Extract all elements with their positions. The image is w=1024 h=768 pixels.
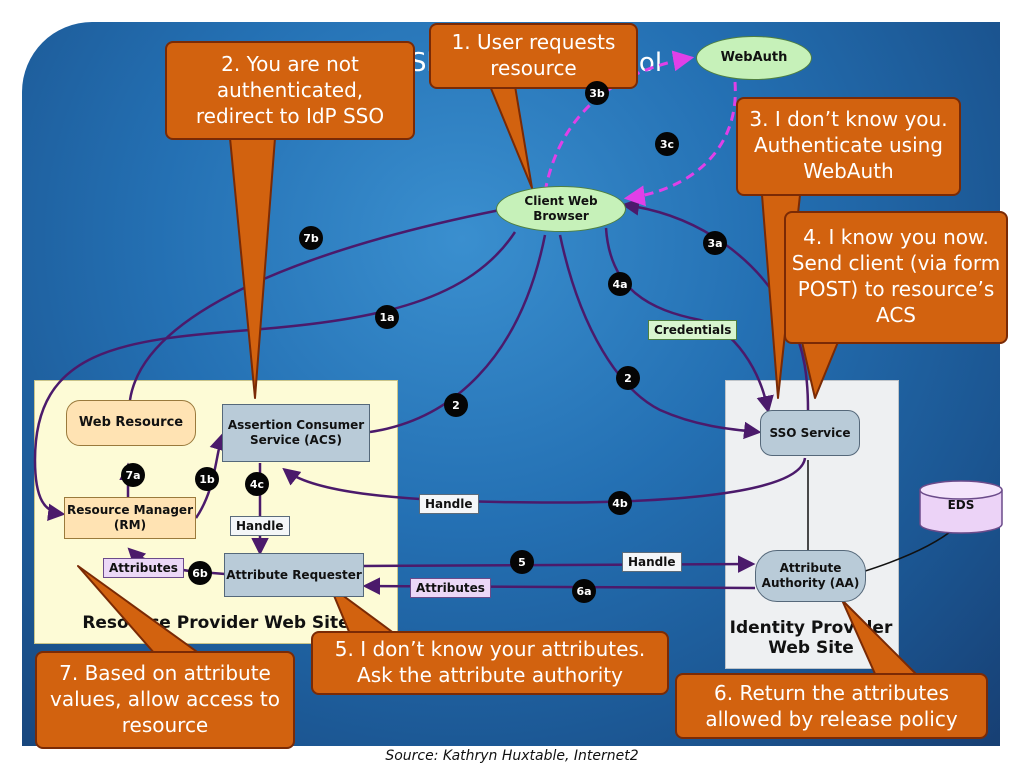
attribute-authority-node: Attribute Authority (AA) xyxy=(755,550,866,602)
callout-4-body xyxy=(784,211,1008,344)
step-label: 4b xyxy=(608,491,632,515)
path-2 xyxy=(369,234,547,434)
step-label: 3a xyxy=(703,231,727,255)
callout-6-text: 6. Return the attributes allowed by rele… xyxy=(705,681,958,731)
callout-1-text: 1. User requests resource xyxy=(451,30,616,80)
callout-7-text: 7. Based on attribute values, allow acce… xyxy=(50,661,280,737)
step-label: 4a xyxy=(608,272,632,296)
step-label: 7a xyxy=(121,463,145,487)
attributes-note-rm: Attributes xyxy=(103,558,184,578)
callout-5-body xyxy=(311,631,669,695)
path-4b xyxy=(282,457,807,504)
step-label: 2 xyxy=(444,393,468,417)
resource-manager-node: Resource Manager (RM) xyxy=(64,497,196,539)
client-browser-node: Client Web Browser xyxy=(496,186,626,232)
credentials-note: Credentials xyxy=(648,320,738,340)
acs-node: Assertion Consumer Service (ACS) xyxy=(222,404,370,462)
web-resource-node: Web Resource xyxy=(66,400,196,446)
callout-7-tail xyxy=(77,565,201,655)
step-label: 3c xyxy=(655,132,679,156)
callout-6-body xyxy=(675,673,988,739)
source-caption: Source: Kathryn Huxtable, Internet2 xyxy=(385,748,639,764)
step-label: 1a xyxy=(375,305,399,329)
callout-2-tail xyxy=(229,137,276,399)
callout-1-tail xyxy=(489,85,533,189)
attribute-requester-node: Attribute Requester xyxy=(224,553,364,597)
callout-2-body xyxy=(165,41,415,140)
callout-3-text: 3. I don’t know you. Authenticate using … xyxy=(749,107,948,183)
callout-3-body xyxy=(736,97,961,196)
step-label: 7b xyxy=(299,226,323,250)
callout-1-body xyxy=(429,23,638,89)
step-label: 5 xyxy=(510,550,534,574)
attributes-note-6a: Attributes xyxy=(410,578,491,598)
handle-note-4c: Handle xyxy=(230,516,290,536)
callout-7-body xyxy=(35,651,295,749)
path-2-sso xyxy=(558,234,762,440)
eds-label: EDS xyxy=(947,498,975,512)
path-5 xyxy=(361,555,756,573)
sso-service-node: SSO Service xyxy=(760,410,860,456)
path-3c xyxy=(623,81,737,207)
callout-5-text: 5. I don’t know your attributes. Ask the… xyxy=(334,637,646,687)
path-aa-eds xyxy=(861,527,956,573)
step-label: 2 xyxy=(616,366,640,390)
callout-2-text: 2. You are not authenticated, redirect t… xyxy=(195,52,385,128)
step-label: 6b xyxy=(188,561,212,585)
step-label: 4c xyxy=(245,472,269,496)
eds-database-icon xyxy=(919,480,1003,534)
callout-6-tail xyxy=(841,599,919,677)
step-label: 3b xyxy=(585,81,609,105)
step-label: 1b xyxy=(195,467,219,491)
handle-note-4b: Handle xyxy=(419,494,479,514)
handle-note-5: Handle xyxy=(622,552,682,572)
path-1a xyxy=(33,231,517,522)
step-label: 6a xyxy=(572,579,596,603)
webauth-node: WebAuth xyxy=(696,36,812,80)
callout-4-text: 4. I know you now. Send client (via form… xyxy=(791,225,1001,327)
